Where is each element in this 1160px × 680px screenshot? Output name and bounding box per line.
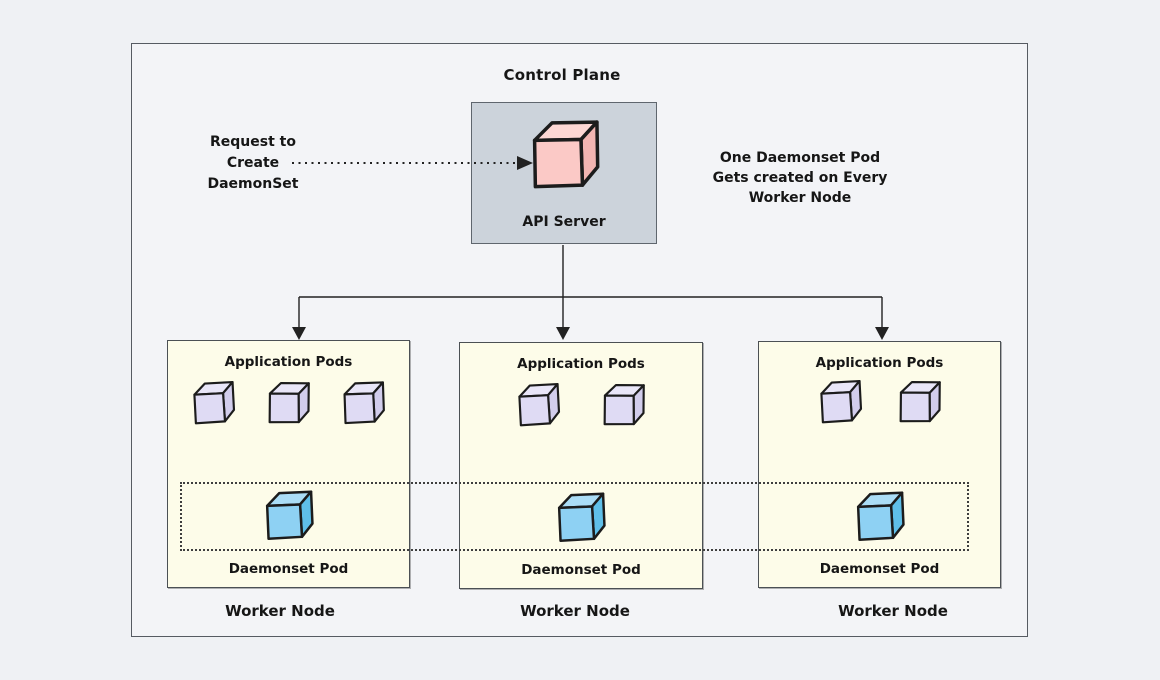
worker-node-caption: Worker Node [520,602,630,620]
api-server-box: API Server [471,102,657,244]
daemonset-pod-label: Daemonset Pod [819,561,940,577]
app-pod-cube-icon [895,377,943,425]
daemonset-note-line: Gets created on Every [712,170,888,186]
request-note: Request to Create DaemonSet [207,132,298,195]
daemonset-note-line: One Daemonset Pod [719,150,881,166]
request-note-line: Create [226,155,280,171]
daemonset-note: One Daemonset Pod Gets created on Every … [713,148,888,208]
daemonset-pod-label: Daemonset Pod [228,561,349,577]
application-pods-title: Application Pods [815,355,944,371]
daemonset-note-line: Worker Node [748,190,852,206]
request-note-line: DaemonSet [207,176,299,192]
worker-node-3: Application Pods Daemonset Pod [758,341,1001,588]
application-pods-row [460,381,702,428]
daemonset-pod-cube-icon [553,489,608,544]
request-note-line: Request to [210,134,296,150]
application-pods-row [168,379,409,426]
app-pod-cube-icon [340,379,388,427]
app-pod-cube-icon [264,378,312,426]
app-pod-cube-icon [816,377,865,426]
daemonset-pod-cube-icon [852,488,907,543]
api-server-cube-icon [527,116,603,192]
daemonset-pod-label: Daemonset Pod [521,562,641,578]
worker-node-1: Application Pods Daemonset Pod [167,340,410,588]
worker-node-caption: Worker Node [838,602,948,620]
control-plane-title: Control Plane [503,66,621,84]
worker-node-2: Application Pods Daemonset Pod [459,342,703,589]
app-pod-cube-icon [514,380,563,429]
daemonset-pod-cube-icon [261,487,316,542]
app-pod-cube-icon [599,380,647,428]
api-server-label: API Server [522,214,606,230]
application-pods-title: Application Pods [517,356,645,372]
application-pods-row [759,378,1000,425]
application-pods-title: Application Pods [224,354,353,370]
worker-node-caption: Worker Node [225,602,335,620]
app-pod-cube-icon [189,378,238,427]
